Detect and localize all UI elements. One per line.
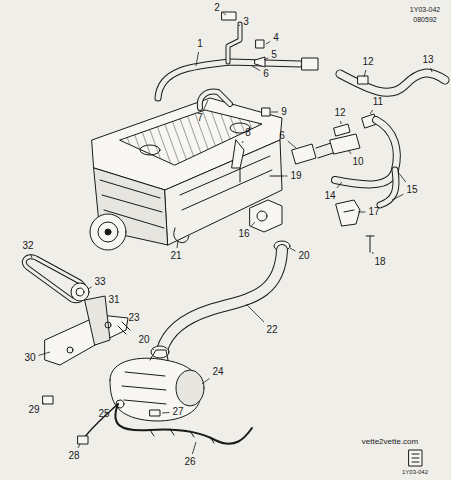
- leader-line: [223, 12, 226, 15]
- date-code: 080592: [413, 16, 436, 23]
- leader-line: [152, 348, 154, 350]
- leader-line: [196, 52, 199, 66]
- callout-number: 28: [68, 451, 79, 461]
- leader-line: [251, 222, 255, 226]
- leader-line: [252, 66, 260, 71]
- callout-number: 9: [281, 107, 287, 117]
- callout-number: 3: [243, 17, 249, 27]
- callout-number: 27: [172, 407, 183, 417]
- leader-line: [431, 68, 432, 72]
- leader-line: [392, 194, 403, 200]
- callout-number: 19: [290, 171, 301, 181]
- callout-number: 1: [197, 39, 203, 49]
- callout-number: 30: [24, 353, 35, 363]
- callout-number: 24: [212, 367, 223, 377]
- callout-number: 21: [170, 251, 181, 261]
- leader-line: [358, 212, 365, 213]
- callout-number: 17: [368, 207, 379, 217]
- callout-number: 13: [422, 55, 433, 65]
- leader-line: [113, 406, 116, 408]
- leader-line: [264, 58, 268, 60]
- callout-number: 16: [238, 229, 249, 239]
- callout-number: 12: [334, 108, 345, 118]
- drawing-code: 1Y03-042: [402, 469, 428, 475]
- leader-line: [398, 172, 406, 182]
- hoses-upper-right: [270, 73, 445, 205]
- callout-number: 11: [373, 97, 383, 107]
- leader-line: [288, 141, 296, 148]
- callout-number: 23: [128, 313, 139, 323]
- mounting-bracket: [24, 257, 130, 404]
- leader-line: [348, 150, 351, 154]
- leader-line: [285, 176, 287, 177]
- wire-harness: [78, 404, 252, 444]
- watermark: vette2vette.com: [362, 438, 418, 446]
- valve-and-bracket: [250, 200, 374, 252]
- engine-block: [90, 98, 282, 250]
- callout-number: 5: [271, 50, 277, 60]
- callout-number: 33: [94, 277, 105, 287]
- leader-line: [43, 403, 44, 404]
- callout-number: 20: [138, 335, 149, 345]
- leader-line: [340, 121, 341, 124]
- callout-number: 31: [108, 295, 119, 305]
- callout-number: 22: [266, 325, 277, 335]
- callout-number: 6: [263, 69, 269, 79]
- leader-line: [266, 41, 270, 44]
- leader-line: [192, 442, 196, 454]
- leader-line: [337, 182, 342, 188]
- leader-line: [372, 252, 374, 254]
- callout-number: 4: [273, 33, 279, 43]
- callout-number: 25: [98, 409, 109, 419]
- leader-line: [271, 112, 278, 113]
- air-pump: [110, 350, 204, 421]
- leader-line: [177, 240, 178, 248]
- callout-number: 8: [245, 128, 251, 138]
- leader-line: [364, 70, 366, 77]
- callout-number: 6: [279, 131, 285, 141]
- leader-line: [31, 254, 32, 258]
- leader-line: [204, 100, 208, 110]
- leader-line: [242, 141, 243, 143]
- leader-line: [238, 25, 240, 26]
- callout-number: 20: [298, 251, 309, 261]
- leader-line: [370, 110, 373, 114]
- callout-number: 15: [406, 185, 417, 195]
- main-hose: [151, 250, 282, 358]
- air-pipe: [158, 12, 318, 182]
- leader-line: [202, 378, 209, 384]
- leader-line: [162, 412, 169, 413]
- leader-line: [88, 287, 91, 289]
- callout-number: 10: [352, 157, 363, 167]
- drawing-code: 1Y03-042: [410, 6, 440, 13]
- callout-number: 29: [28, 405, 39, 415]
- callout-number: 18: [374, 257, 385, 267]
- callout-number: 2: [214, 3, 220, 13]
- leader-line: [246, 304, 264, 322]
- callout-number: 32: [22, 241, 33, 251]
- leader-line: [39, 352, 50, 355]
- callout-number: 12: [362, 57, 373, 67]
- leader-line: [78, 444, 80, 448]
- leader-line: [290, 248, 295, 251]
- manual-icon: [409, 450, 422, 466]
- callout-number: 14: [324, 191, 335, 201]
- callout-number: 26: [184, 457, 195, 467]
- callout-number: 7: [197, 113, 203, 123]
